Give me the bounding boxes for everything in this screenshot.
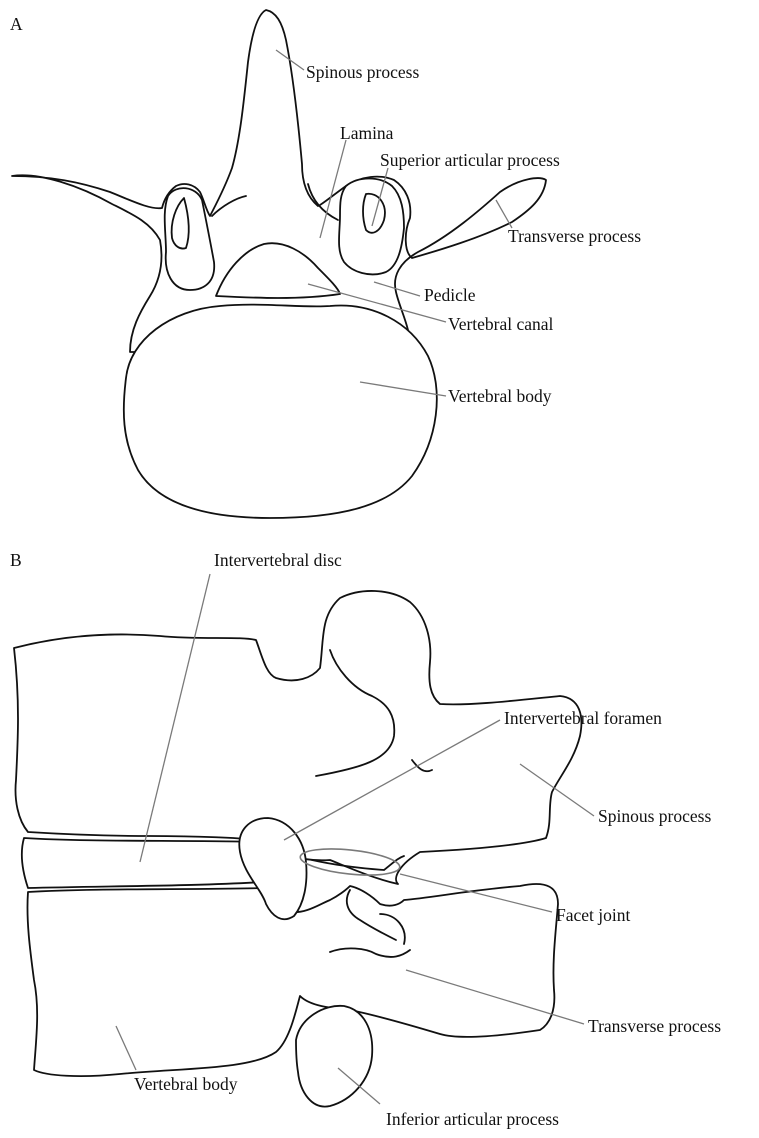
label-a-vertebral-canal: Vertebral canal — [448, 314, 554, 334]
label-a-lamina: Lamina — [340, 123, 394, 143]
label-a-transverse-process: Transverse process — [508, 226, 641, 246]
label-b-spinous-process: Spinous process — [598, 806, 711, 826]
label-a-spinous-process: Spinous process — [306, 62, 419, 82]
label-b-facet-joint: Facet joint — [556, 905, 630, 925]
label-a-superior-articular-process: Superior articular process — [380, 150, 560, 170]
vertebral-body-shape — [124, 305, 437, 518]
panel-b-letter: B — [10, 550, 22, 570]
label-a-pedicle: Pedicle — [424, 285, 476, 305]
label-b-intervertebral-foramen: Intervertebral foramen — [504, 708, 662, 728]
right-articular-hook — [339, 179, 404, 275]
panel-b: B Intervertebral disc Intervertebral for… — [10, 550, 721, 1129]
inferior-articular-lobe — [296, 1006, 372, 1107]
panel-a: A Spinous process Lamina Superior articu… — [10, 10, 641, 518]
label-b-vertebral-body: Vertebral body — [134, 1074, 238, 1094]
label-a-vertebral-body: Vertebral body — [448, 386, 552, 406]
label-b-intervertebral-disc: Intervertebral disc — [214, 550, 342, 570]
label-b-transverse-process: Transverse process — [588, 1016, 721, 1036]
label-b-inferior-articular-process: Inferior articular process — [386, 1109, 559, 1129]
panel-a-letter: A — [10, 14, 23, 34]
